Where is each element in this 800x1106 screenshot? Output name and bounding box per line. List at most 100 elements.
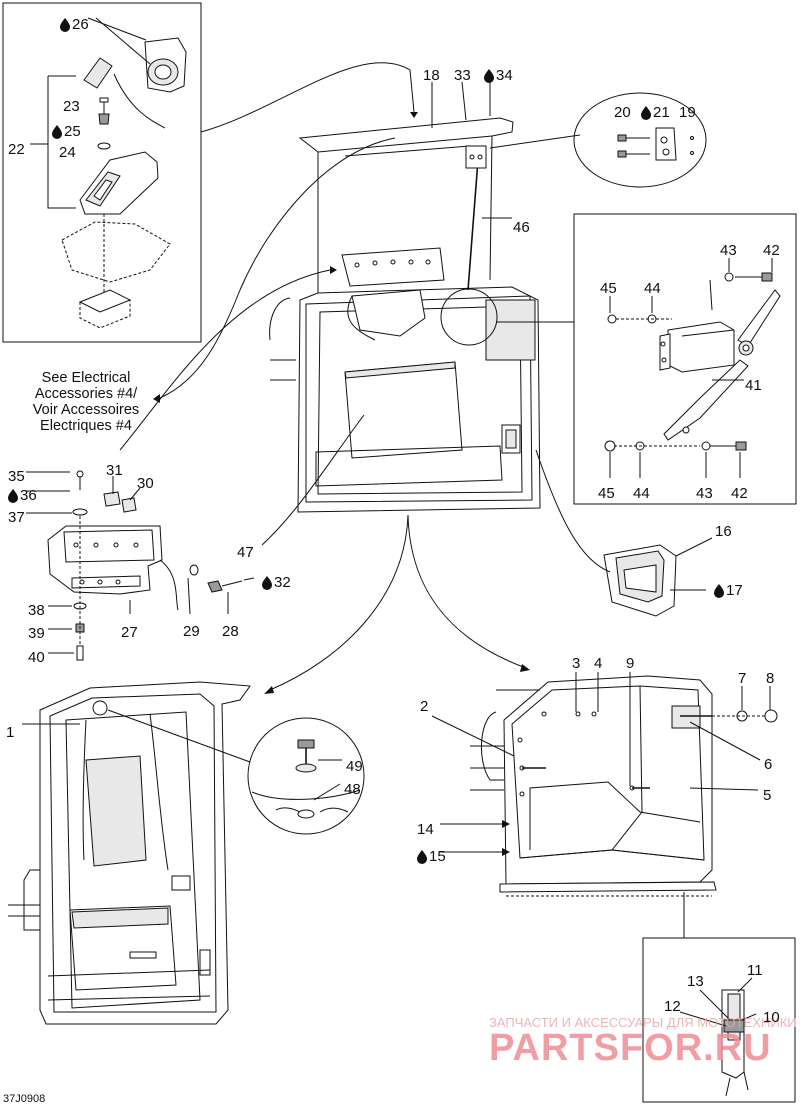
part-label-16: 16 (715, 523, 732, 540)
part-number: 23 (63, 98, 80, 115)
part-number: 18 (423, 67, 440, 84)
part-label-25: 25 (52, 123, 81, 140)
rail-detail (679, 977, 757, 1097)
part-label-47: 47 (237, 544, 254, 561)
part-number: 33 (454, 67, 471, 84)
part-label-38: 38 (28, 602, 45, 619)
detail-box-bottom-right (642, 937, 796, 1103)
part-label-5: 5 (763, 787, 771, 804)
part-number: 28 (222, 623, 239, 640)
part-label-45: 45 (600, 280, 617, 297)
part-label-34: 34 (484, 67, 513, 84)
watermark-brand: PARTSFOR.RU (489, 1027, 772, 1069)
part-label-29: 29 (183, 623, 200, 640)
part-number: 43 (720, 242, 737, 259)
part-number: 34 (496, 67, 513, 84)
part-label-6: 6 (764, 756, 772, 773)
part-number: 27 (121, 624, 138, 641)
part-label-30: 30 (137, 475, 154, 492)
part-label-1: 1 (6, 724, 14, 741)
part-number: 45 (600, 280, 617, 297)
hinge-detail (573, 92, 707, 188)
part-number: 36 (20, 487, 37, 504)
part-number: 14 (417, 821, 434, 838)
part-label-24: 24 (59, 144, 76, 161)
electrical-note: See Electrical Accessories #4/ Voir Acce… (33, 370, 139, 434)
part-label-19: 19 (679, 104, 696, 121)
part-number: 48 (344, 781, 361, 798)
oil-drop-icon (417, 850, 427, 864)
part-label-15: 15 (417, 848, 446, 865)
detail-box-top-left (2, 2, 202, 343)
part-number: 5 (763, 787, 771, 804)
part-number: 8 (766, 670, 774, 687)
part-number: 3 (572, 655, 580, 672)
note-line-2: Accessories #4/ (35, 386, 138, 402)
part-number: 39 (28, 625, 45, 642)
part-label-40: 40 (28, 649, 45, 666)
part-label-17: 17 (714, 582, 743, 599)
part-number: 21 (653, 104, 670, 121)
part-label-21: 21 (641, 104, 670, 121)
part-number: 44 (633, 485, 650, 502)
part-label-13: 13 (687, 973, 704, 990)
part-label-36: 36 (8, 487, 37, 504)
part-label-2: 2 (420, 698, 428, 715)
part-label-35: 35 (8, 468, 25, 485)
part-number: 19 (679, 104, 696, 121)
part-label-27: 27 (121, 624, 138, 641)
oil-drop-icon (714, 584, 724, 598)
part-label-23: 23 (63, 98, 80, 115)
part-label-22: 22 (8, 141, 25, 158)
part-label-18: 18 (423, 67, 440, 84)
part-label-32: 32 (262, 574, 291, 591)
part-number: 42 (731, 485, 748, 502)
leaders-top (119, 62, 581, 546)
part-number: 38 (28, 602, 45, 619)
part-label-42: 42 (731, 485, 748, 502)
part-number: 46 (513, 219, 530, 236)
oil-drop-icon (52, 125, 62, 139)
liner-box (431, 672, 778, 938)
part-number: 43 (696, 485, 713, 502)
detail-box-right (573, 213, 797, 505)
part-number: 49 (346, 758, 363, 775)
part-label-49: 49 (346, 758, 363, 775)
part-number: 44 (644, 280, 661, 297)
installed-view (8, 681, 251, 1025)
part-number: 16 (715, 523, 732, 540)
part-label-45: 45 (598, 485, 615, 502)
note-line-4: Electriques #4 (40, 418, 132, 434)
oil-drop-icon (60, 18, 70, 32)
part-number: 35 (8, 468, 25, 485)
part-label-39: 39 (28, 625, 45, 642)
handle-part (535, 449, 713, 617)
note-line-1: See Electrical (42, 370, 131, 386)
part-number: 13 (687, 973, 704, 990)
watermark-tagline: ЗАПЧАСТИ И АКСЕССУАРЫ ДЛЯ МОТОТЕХНИКИ (489, 1015, 797, 1030)
part-label-20: 20 (614, 104, 631, 121)
part-number: 24 (59, 144, 76, 161)
part-number: 9 (626, 655, 634, 672)
part-label-12: 12 (664, 998, 681, 1015)
part-number: 40 (28, 649, 45, 666)
watermark: ЗАПЧАСТИ И АКСЕССУАРЫ ДЛЯ МОТОТЕХНИКИ PA… (489, 1015, 797, 1069)
part-number: 12 (664, 998, 681, 1015)
part-number: 41 (745, 377, 762, 394)
part-label-48: 48 (344, 781, 361, 798)
part-number: 10 (763, 1009, 780, 1026)
part-label-44: 44 (633, 485, 650, 502)
part-label-14: 14 (417, 821, 434, 838)
oil-drop-icon (8, 489, 18, 503)
figure-code: 37J0908 (3, 1093, 45, 1105)
part-label-37: 37 (8, 509, 25, 526)
part-number: 20 (614, 104, 631, 121)
part-label-43: 43 (720, 242, 737, 259)
part-label-46: 46 (513, 219, 530, 236)
part-number: 6 (764, 756, 772, 773)
oil-drop-icon (484, 69, 494, 83)
oil-drop-icon (262, 576, 272, 590)
part-label-31: 31 (106, 462, 123, 479)
